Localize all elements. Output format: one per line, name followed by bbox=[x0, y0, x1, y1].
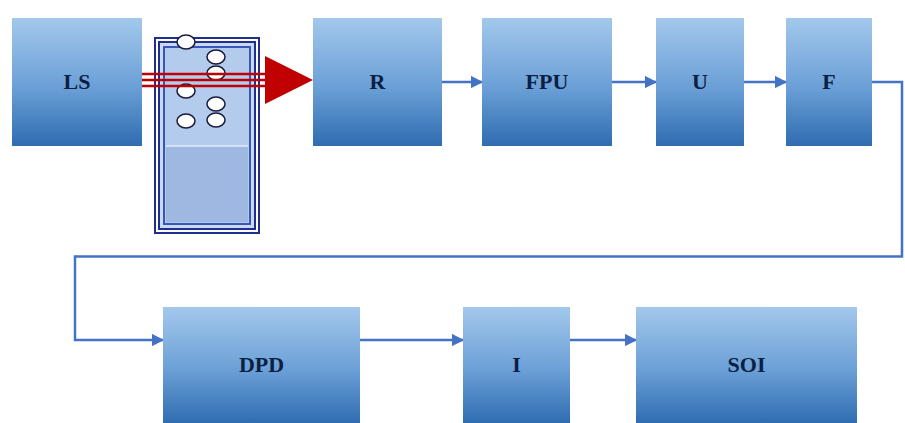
process-box: SOI bbox=[636, 307, 857, 423]
flow-arrow bbox=[612, 82, 656, 83]
process-box: LS bbox=[12, 18, 142, 146]
flow-arrow bbox=[570, 340, 636, 341]
process-box: FPU bbox=[482, 18, 612, 146]
light-beam-arrow bbox=[142, 56, 313, 104]
box-label: DPD bbox=[239, 352, 284, 378]
beam-line bbox=[142, 73, 267, 76]
connector-line bbox=[570, 339, 636, 342]
flow-arrow bbox=[744, 82, 786, 83]
box-label: FPU bbox=[526, 69, 569, 95]
connector-line bbox=[360, 339, 463, 342]
process-box: U bbox=[656, 18, 744, 146]
box-label: F bbox=[822, 69, 835, 95]
box-label: U bbox=[692, 69, 708, 95]
connector-line bbox=[612, 81, 656, 84]
beam-line bbox=[142, 85, 267, 88]
box-label: R bbox=[370, 69, 386, 95]
connector-line bbox=[744, 81, 786, 84]
cuvette bbox=[155, 35, 259, 233]
box-label: I bbox=[512, 352, 521, 378]
process-box: DPD bbox=[163, 307, 360, 423]
process-box: F bbox=[786, 18, 872, 146]
process-box: I bbox=[463, 307, 570, 423]
box-label: SOI bbox=[728, 352, 766, 378]
box-label: LS bbox=[64, 69, 91, 95]
flow-arrow bbox=[360, 340, 463, 341]
beam-line bbox=[142, 79, 267, 82]
process-box: R bbox=[313, 18, 442, 146]
connector-line bbox=[442, 81, 482, 84]
flow-arrow bbox=[442, 82, 482, 83]
beam-head bbox=[265, 56, 313, 104]
